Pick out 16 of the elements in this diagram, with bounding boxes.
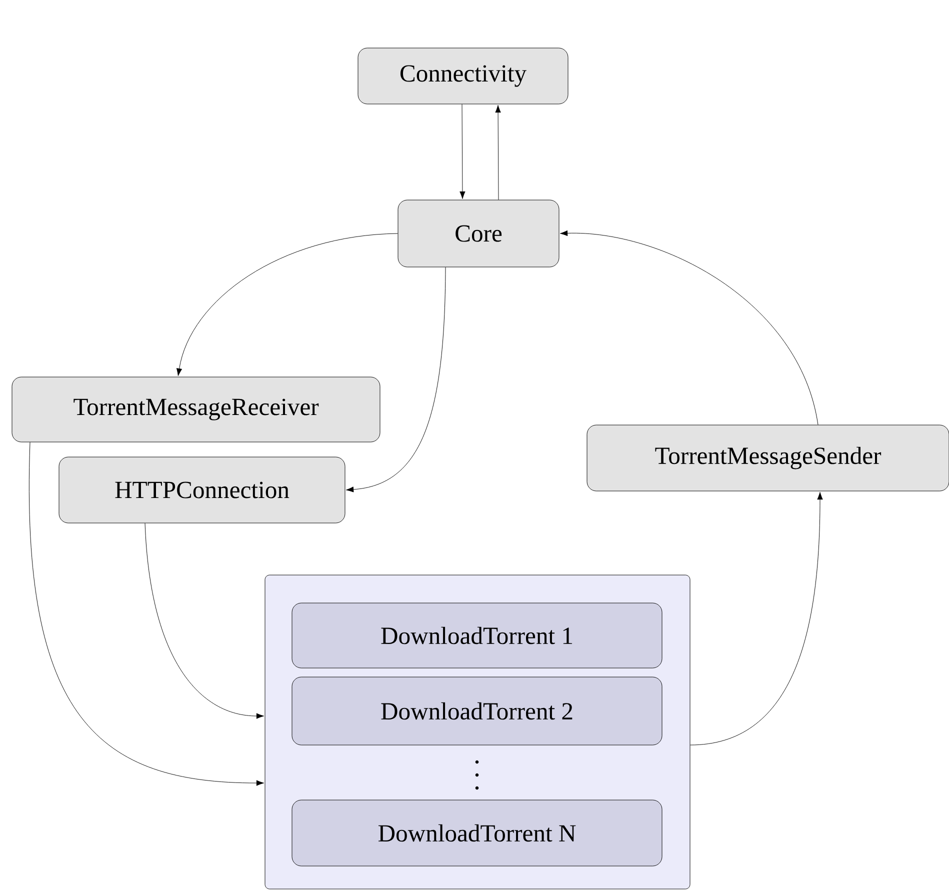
- module-box: Core: [398, 200, 560, 268]
- process-box: DownloadTorrent 1: [292, 602, 662, 668]
- module-box: TorrentMessageSender: [586, 424, 949, 492]
- module-box: TorrentMessageReceiver: [12, 376, 380, 442]
- arrow: [176, 233, 398, 376]
- module-box: HTTPConnection: [58, 456, 346, 524]
- module-box: Connectivity: [358, 48, 568, 104]
- arrow: [346, 267, 446, 492]
- arrow: [690, 492, 823, 746]
- arrow: [460, 104, 466, 199]
- process-box: DownloadTorrent N: [292, 800, 662, 866]
- arrow: [29, 442, 264, 786]
- arrow: [495, 105, 501, 200]
- process-box: DownloadTorrent 2: [292, 676, 662, 746]
- arrow: [560, 230, 818, 425]
- arrow: [144, 523, 264, 719]
